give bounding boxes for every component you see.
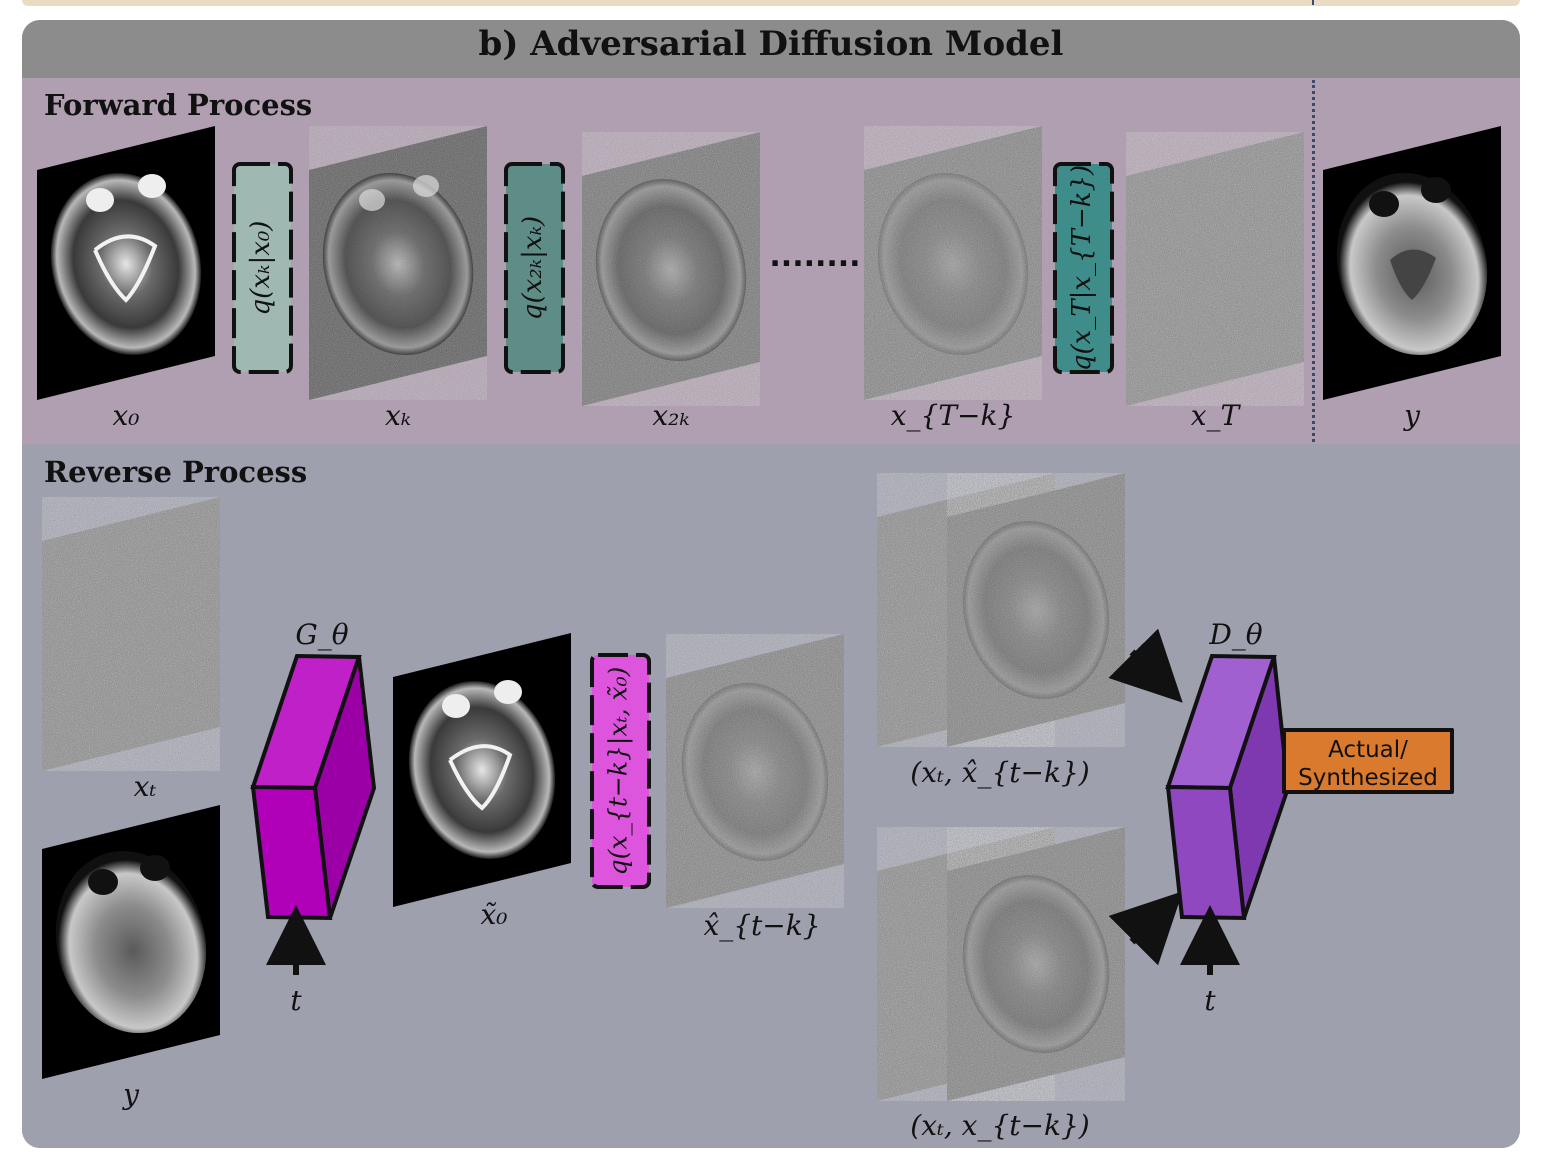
transition-q3: q(x_T|x_{T−k}) — [1053, 162, 1114, 374]
label-discriminator-time: t — [1204, 984, 1216, 1017]
frame-x0 — [37, 126, 215, 400]
diagram-title: b) Adversarial Diffusion Model — [478, 24, 1064, 64]
pair-fake — [877, 473, 1125, 747]
label-posterior: q(x_{t−k}|xₜ, x̃₀) — [604, 667, 634, 876]
frame-xtk-hat — [666, 634, 844, 908]
pair-real — [877, 827, 1125, 1101]
label-pair-fake: (xₜ, x̂_{t−k}) — [910, 756, 1089, 789]
top-strip — [22, 0, 1520, 6]
ellipsis: ........ — [769, 239, 860, 274]
label-xk: xₖ — [385, 399, 411, 432]
output-line-1: Actual/ — [1328, 737, 1408, 763]
frame-y-input — [42, 805, 220, 1079]
title-bar — [22, 20, 1520, 78]
frame-xt-input — [42, 497, 220, 771]
label-y-input: y — [121, 1078, 140, 1111]
forward-title: Forward Process — [44, 88, 313, 122]
frame-xTk — [864, 126, 1042, 400]
reverse-title: Reverse Process — [44, 455, 308, 489]
output-box: Actual/ Synthesized — [1282, 728, 1454, 794]
transition-q1: q(xₖ|x₀) — [232, 162, 293, 374]
label-pair-real: (xₜ, x_{t−k}) — [910, 1109, 1089, 1142]
label-q3: q(x_T|x_{T−k}) — [1067, 165, 1097, 371]
label-xTk: x_{T−k} — [891, 399, 1016, 432]
transition-q2: q(x₂ₖ|xₖ) — [504, 162, 565, 374]
label-xt-input: xₜ — [134, 770, 157, 803]
label-generator: G_θ — [295, 618, 348, 651]
top-strip-mark — [1312, 0, 1314, 5]
output-line-2: Synthesized — [1298, 765, 1438, 791]
frame-x0-tilde — [393, 633, 571, 907]
label-x0: x₀ — [112, 399, 139, 432]
frame-xT — [1126, 132, 1304, 406]
posterior-block: q(x_{t−k}|xₜ, x̃₀) — [590, 653, 651, 889]
label-xT: x_T — [1191, 399, 1242, 432]
label-generator-time: t — [290, 984, 302, 1017]
label-xtk-hat: x̂_{t−k} — [703, 909, 820, 942]
frame-x2k — [582, 132, 760, 406]
discriminator-block — [1165, 653, 1291, 921]
frame-y-target — [1323, 126, 1501, 400]
label-x2k: x₂ₖ — [652, 399, 689, 432]
label-q1: q(xₖ|x₀) — [246, 221, 276, 316]
arrow-fake-to-disc — [1108, 628, 1183, 703]
label-discriminator: D_θ — [1208, 618, 1262, 651]
generator-block — [250, 653, 377, 921]
label-x0-tilde: x̃₀ — [480, 898, 507, 931]
arrow-real-to-disc — [1108, 891, 1183, 966]
frame-xk — [309, 126, 487, 400]
target-divider — [1312, 80, 1315, 442]
label-y-target: y — [1402, 399, 1421, 432]
label-q2: q(x₂ₖ|xₖ) — [518, 216, 548, 320]
